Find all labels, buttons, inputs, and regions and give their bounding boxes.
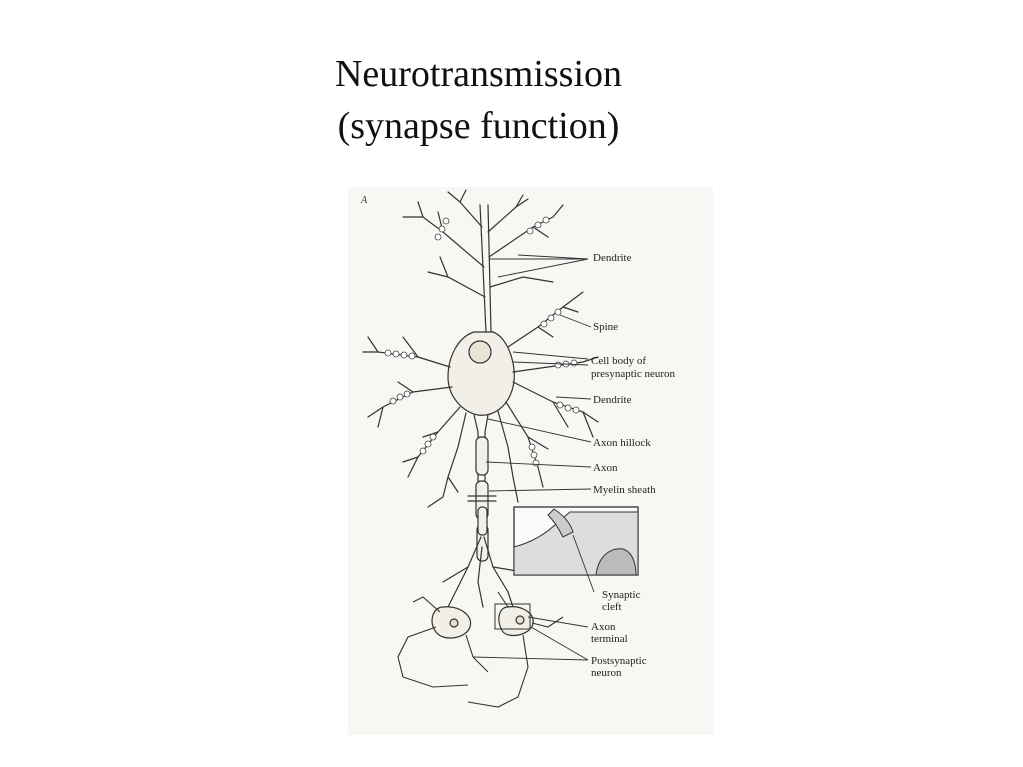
label-axon-terminal-1: Axon: [591, 621, 616, 633]
label-spine: Spine: [593, 321, 619, 333]
presynaptic-neuron: [362, 189, 599, 608]
label-dendrite-mid: Dendrite: [593, 394, 632, 406]
label-axon: Axon: [593, 462, 618, 474]
postsynaptic-neurons: [431, 606, 534, 639]
label-axon-terminal-2: terminal: [591, 633, 628, 645]
label-axon-hillock: Axon hillock: [593, 437, 651, 449]
label-postsynaptic-1: Postsynaptic: [591, 655, 647, 667]
panel-letter: A: [361, 195, 368, 206]
title-line-1: Neurotransmission: [334, 53, 623, 95]
leader-lines: [472, 254, 595, 661]
label-synaptic-cleft-1: Synaptic: [602, 589, 641, 601]
neuron-illustration: [348, 187, 713, 735]
label-dendrite-top: Dendrite: [593, 252, 632, 264]
synapse-box: [494, 603, 531, 630]
synapse-inset: [513, 506, 639, 576]
figure-background: [348, 187, 713, 735]
title-line-2: (synapse function): [337, 105, 620, 147]
label-postsynaptic-2: neuron: [591, 667, 622, 679]
label-myelin-sheath: Myelin sheath: [593, 484, 656, 496]
label-cell-body-2: presynaptic neuron: [591, 368, 675, 380]
neuron-diagram: A Dendrite Spine Cell body of presynapti…: [348, 187, 713, 735]
slide-title: Neurotransmission (synapse function): [0, 48, 1023, 152]
label-synaptic-cleft-2: cleft: [602, 601, 622, 613]
label-cell-body-1: Cell body of: [591, 355, 646, 367]
